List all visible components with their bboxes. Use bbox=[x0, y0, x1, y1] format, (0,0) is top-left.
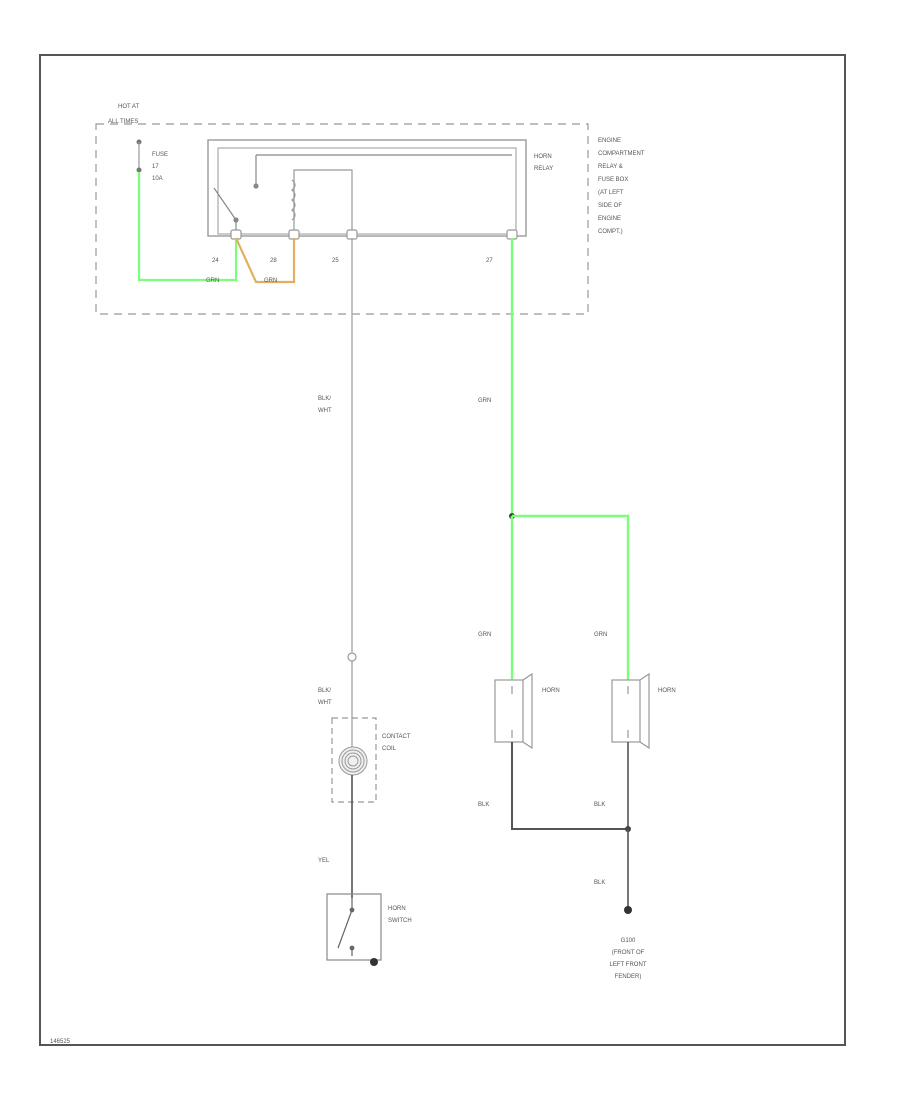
horn-switch-contacts bbox=[337, 898, 355, 956]
horn-relay-label-2: RELAY bbox=[534, 166, 553, 172]
pin-24-label: 24 bbox=[212, 258, 219, 264]
wire-coil-in-color-2: WHT bbox=[318, 700, 332, 706]
footer-code: 146525 bbox=[50, 1039, 71, 1045]
wire-pin24-to-pin28 bbox=[234, 237, 296, 284]
contact-coil-label-2: COIL bbox=[382, 746, 397, 752]
relay-box-label-4: FUSE BOX bbox=[598, 177, 628, 183]
relay-box-label-2: COMPARTMENT bbox=[598, 151, 645, 157]
connector-c1 bbox=[347, 652, 357, 662]
wire-horn1-feed-color: GRN bbox=[478, 632, 491, 638]
diagram-frame bbox=[39, 54, 846, 1046]
horn-relay-inner-frame bbox=[217, 147, 517, 235]
relay-box-label-3: RELAY & bbox=[598, 164, 623, 170]
wire-coil-out-color: YEL bbox=[318, 858, 330, 864]
contact-coil-icon bbox=[338, 746, 368, 776]
ground-g100 bbox=[624, 906, 632, 914]
relay-coil bbox=[291, 169, 353, 234]
horn-1-label: HORN bbox=[542, 688, 560, 694]
wire-horn2-ground-color: BLK bbox=[594, 802, 605, 808]
contact-coil-outline bbox=[331, 717, 377, 803]
horn-switch-body bbox=[326, 893, 382, 961]
wire-relay-out-color-2: WHT bbox=[318, 408, 332, 414]
wire-coil-in-color-1: BLK/ bbox=[318, 688, 331, 694]
ground-location-label-1: (FRONT OF bbox=[612, 950, 645, 956]
ground-id-label: G100 bbox=[621, 938, 636, 944]
relay-switch-contact bbox=[213, 154, 512, 234]
fuse-17 bbox=[136, 139, 142, 173]
hot-at-label: HOT AT bbox=[118, 104, 139, 110]
relay-box-label-1: ENGINE bbox=[598, 138, 621, 144]
wire-horn1-ground bbox=[511, 742, 628, 830]
wire-ground-lead-color: BLK bbox=[594, 880, 605, 886]
wire-horn2-feed-color: GRN bbox=[594, 632, 607, 638]
pin-28-label: 28 bbox=[270, 258, 277, 264]
contact-coil-label-1: CONTACT bbox=[382, 734, 411, 740]
wire-pin24-color: GRN bbox=[206, 278, 219, 284]
ground-location-label-2: LEFT FRONT bbox=[610, 962, 647, 968]
wire-splice-to-horn2 bbox=[512, 514, 630, 680]
relay-fuse-box-outline bbox=[95, 123, 589, 315]
relay-box-label-6: SIDE OF bbox=[598, 203, 622, 209]
wire-horn1-ground-color: BLK bbox=[478, 802, 489, 808]
wire-fuse-to-pin24 bbox=[137, 172, 238, 282]
fuse-label: FUSE bbox=[152, 152, 168, 158]
horn-2 bbox=[611, 672, 650, 750]
horn-relay-label-1: HORN bbox=[534, 154, 552, 160]
fuse-number-label: 17 bbox=[152, 164, 159, 170]
horn-switch-label-1: HORN bbox=[388, 906, 406, 912]
wire-pin28-color: GRN bbox=[264, 278, 277, 284]
all-times-label: ALL TIMES bbox=[108, 119, 138, 125]
horn-switch-ground bbox=[370, 958, 378, 966]
wire-relay-out-color-1: BLK/ bbox=[318, 396, 331, 402]
horn-switch-label-2: SWITCH bbox=[388, 918, 412, 924]
wire-horn-feed-color: GRN bbox=[478, 398, 491, 404]
ground-location-label-3: FENDER) bbox=[615, 974, 642, 980]
fuse-rating-label: 10A bbox=[152, 176, 163, 182]
relay-box-label-8: COMPT.) bbox=[598, 229, 623, 235]
horn-1 bbox=[494, 672, 533, 750]
relay-box-label-7: ENGINE bbox=[598, 216, 621, 222]
horn-relay-body bbox=[207, 139, 527, 237]
pin-25-label: 25 bbox=[332, 258, 339, 264]
pin-27-label: 27 bbox=[486, 258, 493, 264]
horn-2-label: HORN bbox=[658, 688, 676, 694]
relay-box-label-5: (AT LEFT bbox=[598, 190, 624, 196]
